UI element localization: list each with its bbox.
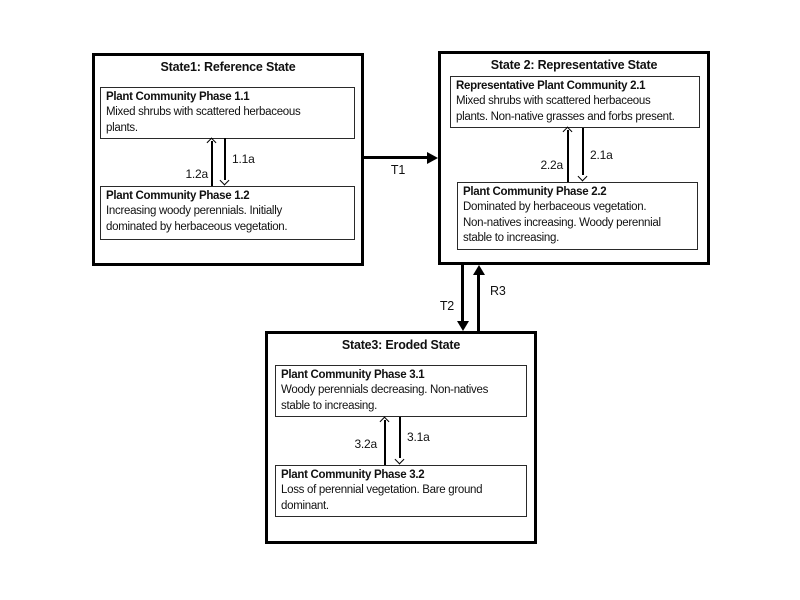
transition-t1-arrow-line bbox=[364, 156, 428, 159]
pathway-2-1a-down-arrow-icon bbox=[577, 171, 588, 182]
phase-3-1-box: Plant Community Phase 3.1 Woody perennia… bbox=[275, 365, 527, 417]
pathway-label-1-1a: 1.1a bbox=[232, 152, 255, 166]
phase-3-2-title: Plant Community Phase 3.2 bbox=[281, 469, 425, 481]
transition-label-r3: R3 bbox=[490, 284, 506, 298]
phase-2-2-description: Dominated by herbaceous vegetation. Non-… bbox=[463, 201, 661, 244]
phase-1-1-description: Mixed shrubs with scattered herbaceous p… bbox=[106, 106, 301, 134]
pathway-3-1a-down-arrow-icon bbox=[394, 454, 405, 465]
pathway-label-3-1a: 3.1a bbox=[407, 430, 430, 444]
phase-1-1-box: Plant Community Phase 1.1 Mixed shrubs w… bbox=[100, 87, 355, 139]
phase-3-1-description: Woody perennials decreasing. Non-natives… bbox=[281, 384, 489, 412]
state3-box: State3: Eroded State Plant Community Pha… bbox=[265, 331, 537, 544]
phase-1-2-box: Plant Community Phase 1.2 Increasing woo… bbox=[100, 186, 355, 240]
transition-t2-arrow-line bbox=[461, 265, 464, 322]
state3-title: State3: Eroded State bbox=[341, 338, 461, 352]
phase-2-2-title: Plant Community Phase 2.2 bbox=[463, 186, 607, 198]
phase-3-2-description: Loss of perennial vegetation. Bare groun… bbox=[281, 484, 483, 512]
pathway-1-1a-down-arrow-line bbox=[224, 138, 226, 180]
phase-2-1-box: Representative Plant Community 2.1 Mixed… bbox=[450, 76, 700, 128]
phase-2-2-box: Plant Community Phase 2.2 Dominated by h… bbox=[457, 182, 698, 250]
pathway-label-2-2a: 2.2a bbox=[540, 158, 563, 172]
pathway-label-1-2a: 1.2a bbox=[185, 167, 208, 181]
pathway-2-2a-up-arrow-line bbox=[567, 130, 569, 182]
pathway-3-1a-down-arrow-line bbox=[399, 417, 401, 458]
pathway-1-1a-down-arrow-icon bbox=[219, 175, 230, 186]
transition-label-t2: T2 bbox=[439, 299, 454, 313]
pathway-3-2a-up-arrow-line bbox=[384, 420, 386, 465]
phase-1-1-title: Plant Community Phase 1.1 bbox=[106, 91, 250, 103]
phase-1-2-title: Plant Community Phase 1.2 bbox=[106, 190, 250, 202]
phase-2-1-description: Mixed shrubs with scattered herbaceous p… bbox=[456, 95, 675, 123]
state2-title: State 2: Representative State bbox=[490, 58, 658, 72]
phase-2-1-title: Representative Plant Community 2.1 bbox=[456, 80, 646, 92]
state2-box: State 2: Representative State Representa… bbox=[438, 51, 710, 265]
phase-1-2-description: Increasing woody perennials. Initially d… bbox=[106, 205, 288, 233]
transition-t2-arrow-icon bbox=[456, 321, 469, 331]
state1-box: State1: Reference State Plant Community … bbox=[92, 53, 364, 266]
transition-t1-arrow-icon bbox=[427, 151, 438, 164]
pathway-label-2-1a: 2.1a bbox=[590, 148, 613, 162]
transition-r3-arrow-icon bbox=[472, 265, 485, 275]
phase-3-2-box: Plant Community Phase 3.2 Loss of perenn… bbox=[275, 465, 527, 517]
pathway-2-1a-down-arrow-line bbox=[582, 128, 584, 175]
state1-title: State1: Reference State bbox=[160, 60, 296, 74]
transition-r3-arrow-line bbox=[477, 274, 480, 331]
pathway-label-3-2a: 3.2a bbox=[354, 437, 377, 451]
pathway-1-2a-up-arrow-line bbox=[211, 141, 213, 186]
phase-3-1-title: Plant Community Phase 3.1 bbox=[281, 369, 425, 381]
transition-label-t1: T1 bbox=[390, 163, 406, 177]
